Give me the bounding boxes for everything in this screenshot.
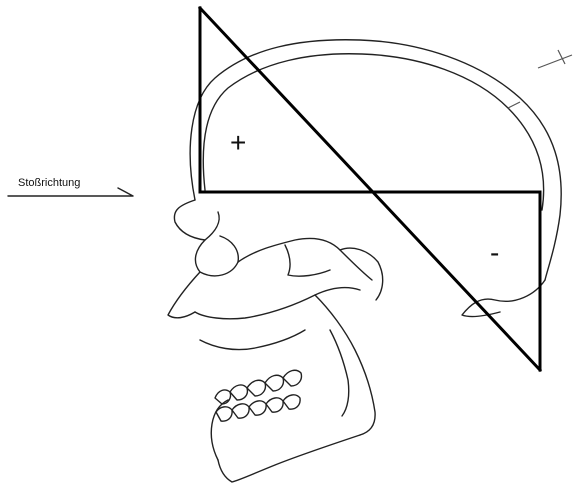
direction-label: Stoßrichtung — [18, 177, 80, 189]
construction-lines — [200, 8, 540, 370]
minus-sign: - — [490, 237, 499, 268]
zygomatic-arch-outline — [285, 245, 330, 276]
cheekbone-outline — [238, 238, 372, 280]
stray-mark — [538, 50, 572, 68]
brow-outline — [174, 200, 219, 240]
skull-drawing — [168, 40, 561, 482]
maxilla-outline — [195, 288, 360, 319]
diagonal-line — [200, 8, 540, 370]
stray-mark — [508, 102, 520, 108]
mandible-body-outline — [218, 435, 360, 482]
arrow-right-icon — [8, 188, 133, 196]
mandible-inner-outline — [330, 330, 349, 416]
mandible-ramus-outline — [315, 295, 375, 435]
eye-socket-outline — [195, 236, 238, 276]
alveolar-outline — [200, 330, 305, 350]
nose-outline — [168, 272, 200, 318]
upper-teeth — [215, 370, 301, 404]
plus-sign: + — [230, 127, 246, 158]
lower-teeth — [216, 395, 300, 421]
